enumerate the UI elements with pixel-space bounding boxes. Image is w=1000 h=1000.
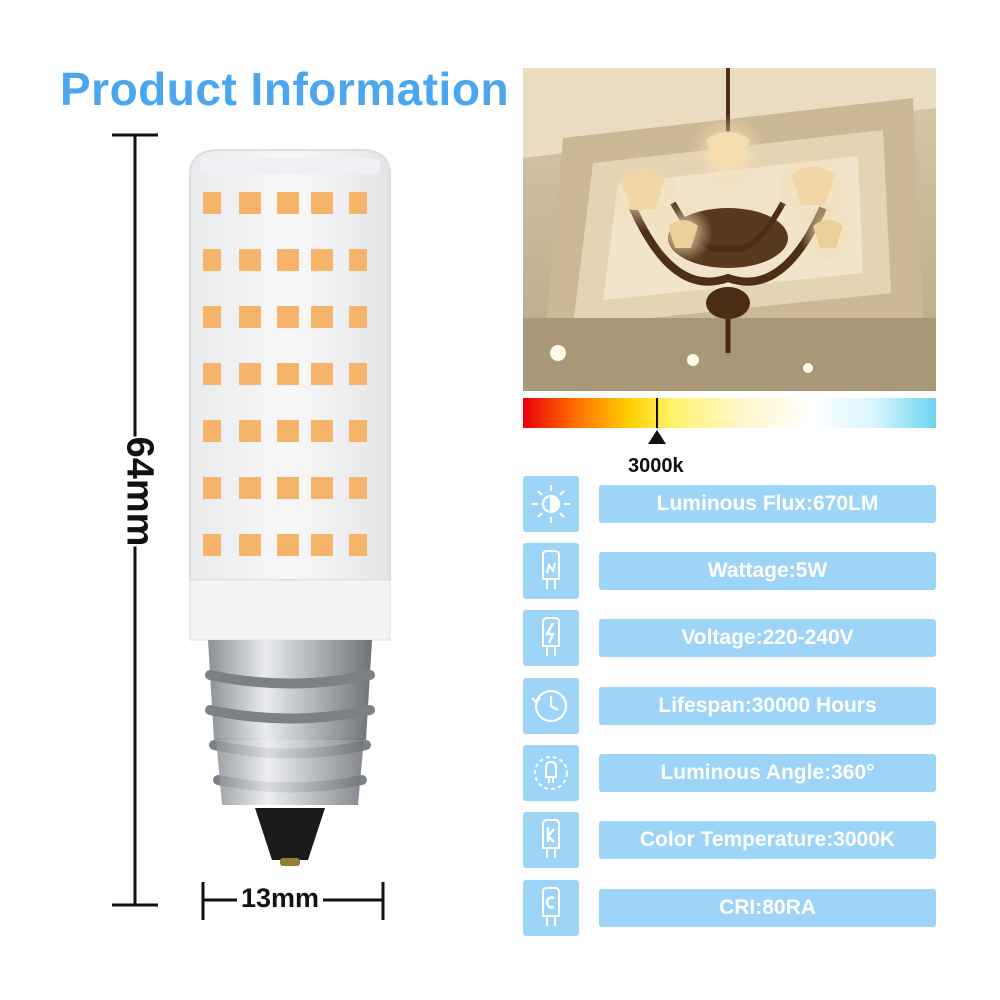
led-chip: [311, 534, 333, 556]
led-chip: [311, 192, 333, 214]
color-temperature-scale: [523, 398, 936, 428]
led-chip: [277, 306, 299, 328]
spec-label: Voltage:220-240V: [599, 619, 936, 657]
led-chip: [277, 192, 299, 214]
voltage-icon: [523, 610, 579, 666]
spec-row-luminous-angle: Luminous Angle:360°: [523, 745, 936, 801]
spec-label: Color Temperature:3000K: [599, 821, 936, 859]
luminous-angle-icon: [523, 745, 579, 801]
width-dimension-label: 13mm: [237, 883, 324, 914]
led-chip: [203, 192, 221, 214]
led-chip: [311, 363, 333, 385]
up-arrow-icon: [648, 430, 666, 444]
led-chip: [311, 477, 333, 499]
spec-label: Luminous Angle:360°: [599, 754, 936, 792]
spec-row-cri: CRI:80RA: [523, 880, 936, 936]
led-bulb-image: [189, 149, 391, 866]
led-chip: [349, 249, 367, 271]
led-chip: [277, 534, 299, 556]
led-chip: [349, 534, 367, 556]
color-temperature-icon: [523, 812, 579, 868]
led-chip: [203, 420, 221, 442]
led-chip: [349, 306, 367, 328]
luminous-flux-icon: [523, 476, 579, 532]
led-chip: [311, 306, 333, 328]
spec-label: CRI:80RA: [599, 889, 936, 927]
led-chip: [239, 306, 261, 328]
spec-label: Luminous Flux:670LM: [599, 485, 936, 523]
led-chip: [277, 477, 299, 499]
spec-row-luminous-flux: Luminous Flux:670LM: [523, 476, 936, 532]
led-chip: [203, 477, 221, 499]
led-chip: [239, 363, 261, 385]
cri-icon: [523, 880, 579, 936]
wattage-icon: [523, 543, 579, 599]
led-chip: [277, 249, 299, 271]
led-chip: [239, 477, 261, 499]
led-chip: [239, 192, 261, 214]
led-chip: [239, 534, 261, 556]
led-chip: [239, 249, 261, 271]
spec-label: Wattage:5W: [599, 552, 936, 590]
led-chip: [203, 249, 221, 271]
spec-row-lifespan: Lifespan:30000 Hours: [523, 678, 936, 734]
spec-row-wattage: Wattage:5W: [523, 543, 936, 599]
led-chip: [311, 420, 333, 442]
chandelier-photo: [523, 68, 936, 391]
led-chip: [349, 420, 367, 442]
led-chip: [349, 192, 367, 214]
lifespan-icon: [523, 678, 579, 734]
led-chip: [349, 477, 367, 499]
led-chip: [203, 306, 221, 328]
led-chip: [277, 420, 299, 442]
led-chip: [239, 420, 261, 442]
page-title: Product Information: [60, 63, 510, 115]
spec-label: Lifespan:30000 Hours: [599, 687, 936, 725]
spec-row-color-temperature: Color Temperature:3000K: [523, 812, 936, 868]
led-chip: [203, 363, 221, 385]
led-chip: [277, 363, 299, 385]
led-chip: [203, 534, 221, 556]
height-dimension-label: 64mm: [117, 436, 161, 547]
color-temperature-marker: [656, 398, 658, 428]
color-temperature-marker-label: 3000k: [628, 455, 684, 477]
led-chip: [311, 249, 333, 271]
spec-row-voltage: Voltage:220-240V: [523, 610, 936, 666]
led-chip: [349, 363, 367, 385]
